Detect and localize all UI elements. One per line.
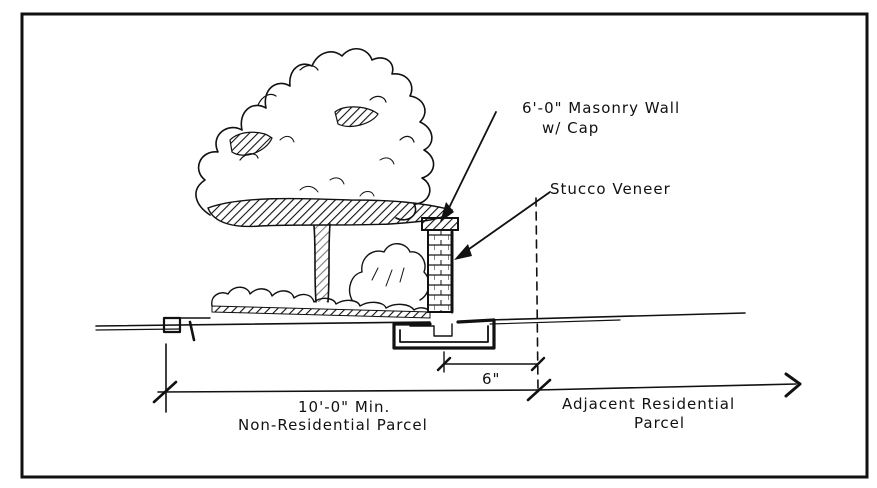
adjacent-residential-label: Adjacent Residential bbox=[562, 395, 735, 413]
stucco-leader-line bbox=[454, 191, 551, 260]
non-residential-label: Non-Residential Parcel bbox=[238, 416, 428, 434]
property-line bbox=[535, 197, 539, 391]
stucco-veneer-label: Stucco Veneer bbox=[550, 180, 671, 198]
ground-line bbox=[95, 312, 746, 327]
tree-trunk bbox=[313, 223, 331, 303]
masonry-wall bbox=[421, 217, 459, 314]
curb bbox=[162, 316, 211, 342]
wall-footing bbox=[392, 318, 496, 350]
wall-leader-line bbox=[440, 111, 497, 222]
footing-dimension bbox=[436, 351, 546, 373]
wall-cap-label: w/ Cap bbox=[542, 119, 599, 137]
adjacent-parcel-arrow bbox=[537, 372, 802, 398]
tree-canopy bbox=[195, 48, 454, 228]
footing-dim-label: 6" bbox=[482, 370, 500, 388]
shrub bbox=[348, 243, 430, 301]
adjacent-parcel-label: Parcel bbox=[634, 414, 685, 432]
ground-cover bbox=[211, 286, 431, 319]
drawing-frame bbox=[20, 12, 869, 479]
wall-height-label: 6'-0" Masonry Wall bbox=[522, 99, 680, 117]
setback-dim-label: 10'-0" Min. bbox=[298, 398, 390, 416]
wall-cap bbox=[421, 217, 459, 231]
